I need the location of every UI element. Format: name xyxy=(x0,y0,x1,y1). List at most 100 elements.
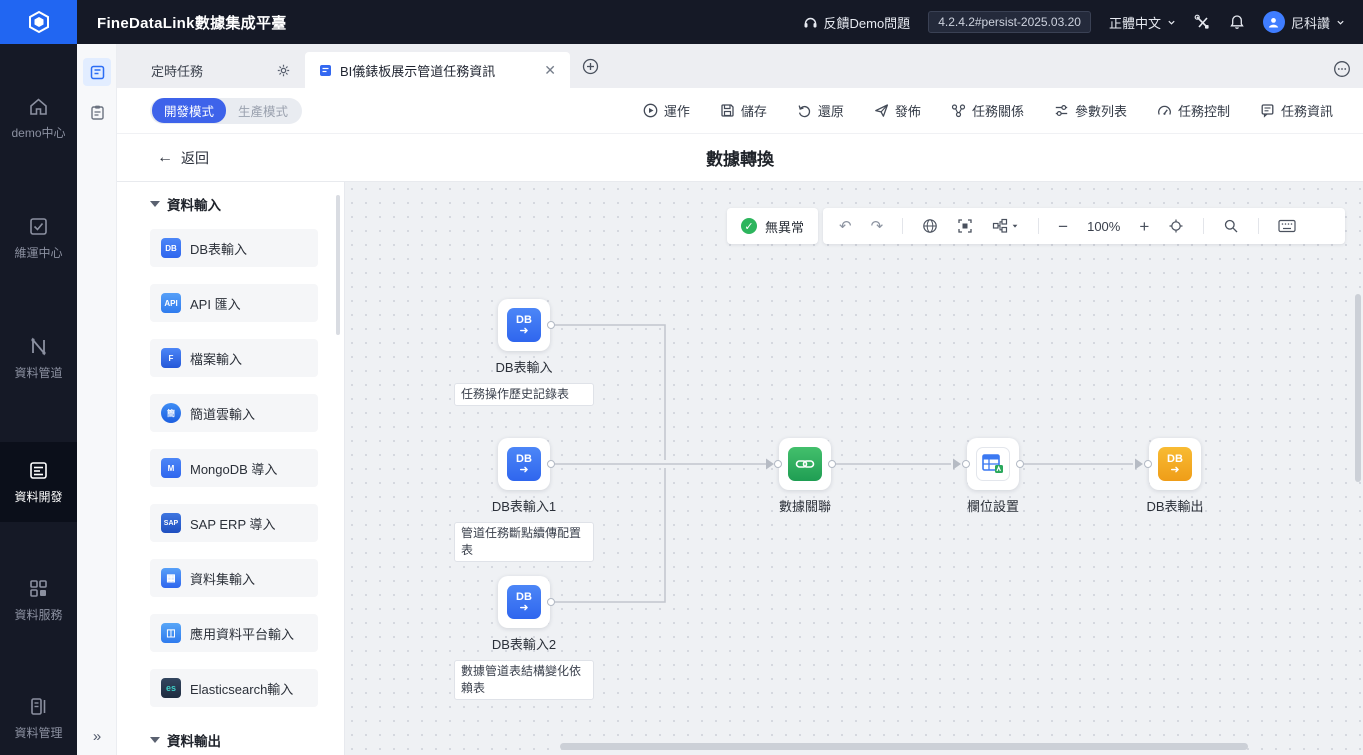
shortcuts-button[interactable] xyxy=(1278,219,1296,233)
sidebar-item-data-service[interactable]: 資料服務 xyxy=(0,564,77,636)
palette-item-api-import[interactable]: API API 匯入 xyxy=(150,284,318,322)
node-data-join[interactable] xyxy=(774,438,836,490)
run-button[interactable]: 運作 xyxy=(643,101,690,120)
mode-toggle: 開發模式 生產模式 xyxy=(150,97,303,124)
palette-item-label: 簡道雲輸入 xyxy=(190,406,256,422)
app-logo[interactable] xyxy=(0,0,77,44)
prod-mode-button[interactable]: 生產模式 xyxy=(238,105,289,119)
action-label: 任務控制 xyxy=(1177,104,1230,119)
bell-icon xyxy=(1230,15,1244,29)
node-db-output[interactable]: DB➜ xyxy=(1144,438,1201,490)
sidebar-item-label: 維運中心 xyxy=(14,245,63,260)
sidebar-item-data-management[interactable]: 資料管理 xyxy=(0,682,77,754)
redo-button[interactable]: ↷ xyxy=(870,217,884,235)
rail-draft-button[interactable] xyxy=(83,98,111,126)
fit-view-icon xyxy=(958,219,972,233)
sidebar-item-ops-center[interactable]: 維運中心 xyxy=(0,202,77,274)
feedback-label: 反饋Demo問題 xyxy=(823,15,911,31)
palette-item-jiandaoyun-input[interactable]: 簡 簡道雲輸入 xyxy=(150,394,318,432)
play-circle-icon xyxy=(643,103,658,118)
palette-item-label: API 匯入 xyxy=(190,296,241,312)
gear-icon[interactable] xyxy=(276,63,291,78)
node-field-settings[interactable] xyxy=(962,438,1024,490)
notifications-button[interactable] xyxy=(1229,14,1245,30)
input-port[interactable] xyxy=(962,460,970,468)
node-db-input[interactable]: DB➜ xyxy=(498,299,555,351)
back-button[interactable]: ← 返回 xyxy=(157,148,209,168)
sidebar-item-label: 資料服務 xyxy=(14,607,63,622)
secondary-rail: » xyxy=(77,44,117,755)
canvas-horizontal-scrollbar[interactable] xyxy=(560,743,1248,750)
output-port[interactable] xyxy=(828,460,836,468)
node-note[interactable]: 數據管道表結構變化依賴表 xyxy=(454,660,594,700)
sidebar-item-data-development[interactable]: 資料開發 xyxy=(0,442,77,522)
search-button[interactable] xyxy=(1223,218,1239,234)
status-badge[interactable]: ✓ 無異常 xyxy=(727,208,819,244)
triangle-down-icon xyxy=(150,737,160,743)
task-relations-button[interactable]: 任務關係 xyxy=(951,101,1024,120)
output-port[interactable] xyxy=(547,598,555,606)
output-port[interactable] xyxy=(547,321,555,329)
toolbar-actions: 運作 儲存 還原 xyxy=(643,101,1363,120)
palette-item-dataset-input[interactable]: ▦ 資料集輸入 xyxy=(150,559,318,597)
node-note[interactable]: 任務操作歷史記錄表 xyxy=(454,383,594,406)
ops-center-icon xyxy=(30,217,47,235)
canvas-vertical-scrollbar[interactable] xyxy=(1355,294,1361,482)
save-button[interactable]: 儲存 xyxy=(720,101,767,120)
task-info-button[interactable]: 任務資訊 xyxy=(1260,101,1333,120)
output-port[interactable] xyxy=(1016,460,1024,468)
feedback-button[interactable]: 反饋Demo問題 xyxy=(803,13,911,32)
data-management-icon xyxy=(31,697,46,715)
add-tab-button[interactable] xyxy=(570,44,611,88)
zoom-out-button[interactable]: − xyxy=(1058,216,1069,236)
task-relations-icon xyxy=(951,104,966,118)
undo-button[interactable]: ↶ xyxy=(839,217,852,235)
version-badge: 4.2.4.2#persist-2025.03.20 xyxy=(928,11,1091,33)
tools-button[interactable] xyxy=(1194,14,1211,31)
data-development-icon xyxy=(30,461,47,479)
auto-layout-button[interactable] xyxy=(992,218,1019,234)
tab-scheduled-tasks[interactable]: 定時任務 xyxy=(117,52,305,88)
back-label: 返回 xyxy=(181,149,209,166)
input-port[interactable] xyxy=(1144,460,1152,468)
node-db-input-1[interactable]: DB➜ xyxy=(498,438,555,490)
node-title: DB表輸入1 xyxy=(491,499,557,514)
node-db-input-2[interactable]: DB➜ xyxy=(498,576,555,628)
action-label: 儲存 xyxy=(740,104,767,119)
locate-button[interactable] xyxy=(1168,218,1184,234)
tab-bi-dashboard-pipeline[interactable]: BI儀錶板展示管道任務資訊 ✕ xyxy=(305,52,570,88)
dev-mode-button[interactable]: 開發模式 xyxy=(152,98,227,123)
zoom-in-button[interactable]: + xyxy=(1139,216,1150,236)
rail-expand-button[interactable]: » xyxy=(92,728,102,745)
task-info-icon xyxy=(1261,104,1274,118)
restore-button[interactable]: 還原 xyxy=(797,101,844,120)
palette-item-sap-erp-import[interactable]: SAP SAP ERP 導入 xyxy=(150,504,318,542)
task-control-button[interactable]: 任務控制 xyxy=(1157,101,1230,120)
user-menu[interactable]: 尼科讚 xyxy=(1262,11,1345,33)
rail-scheduled-task-button[interactable] xyxy=(83,58,111,86)
palette-item-file-input[interactable]: F 檔案輸入 xyxy=(150,339,318,377)
palette-item-elasticsearch-input[interactable]: es Elasticsearch輸入 xyxy=(150,669,318,707)
output-port[interactable] xyxy=(547,460,555,468)
publish-button[interactable]: 發佈 xyxy=(874,101,921,120)
sidebar-item-data-pipeline[interactable]: 資料管道 xyxy=(0,322,77,394)
sidebar-item-demo-center[interactable]: demo中心 xyxy=(0,82,77,154)
close-icon[interactable]: ✕ xyxy=(544,61,556,78)
palette-scrollbar[interactable] xyxy=(336,195,340,335)
tab-overflow-button[interactable] xyxy=(1333,60,1351,78)
language-select[interactable]: 正體中文 xyxy=(1109,13,1176,32)
palette-item-db-table-input[interactable]: DB DB表輸入 xyxy=(150,229,318,267)
flow-canvas[interactable]: ✓ 無異常 ↶ ↷ xyxy=(345,182,1363,755)
fit-view-button[interactable] xyxy=(957,218,973,234)
node-title: 欄位設置 xyxy=(966,499,1019,514)
palette-item-mongodb-import[interactable]: M MongoDB 導入 xyxy=(150,449,318,487)
input-port[interactable] xyxy=(774,460,782,468)
node-note[interactable]: 管道任務斷點續傳配置表 xyxy=(454,522,594,562)
global-view-button[interactable] xyxy=(922,218,938,234)
app-data-platform-input-icon: ◫ xyxy=(161,623,181,643)
palette-section-data-input[interactable]: 資料輸入 xyxy=(150,194,221,214)
sidebar-item-label: demo中心 xyxy=(11,125,66,140)
palette-item-app-data-platform-input[interactable]: ◫ 應用資料平台輸入 xyxy=(150,614,318,652)
palette-section-data-output[interactable]: 資料輸出 xyxy=(150,730,221,750)
parameter-list-button[interactable]: 參數列表 xyxy=(1054,101,1127,120)
